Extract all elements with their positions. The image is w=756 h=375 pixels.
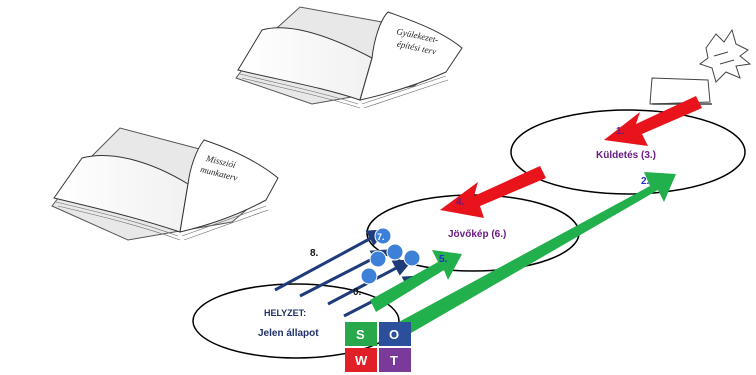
top-book: Gyülekezet- építési terv xyxy=(235,6,463,109)
swot-s-letter: S xyxy=(356,327,365,342)
arrow-label-2: 2. xyxy=(641,176,650,187)
green-arrow-2 xyxy=(384,172,676,344)
blue-dot xyxy=(360,267,378,285)
helyzet-label: HELYZET: xyxy=(264,308,306,318)
arrow-label-4: 4. xyxy=(456,197,465,208)
blue-dot xyxy=(386,243,404,261)
swot-o-letter: O xyxy=(389,327,399,342)
swot-t-letter: T xyxy=(390,353,398,368)
arrow-label-5: 5. xyxy=(439,254,448,265)
blue-dot xyxy=(374,227,392,245)
swot-t-cell xyxy=(379,348,411,372)
arrow-label-1: 1. xyxy=(616,126,625,137)
top-book-edge-lines xyxy=(239,73,449,109)
dove-icon xyxy=(649,28,752,105)
zero-label: 0. xyxy=(353,287,362,298)
left-book-edge-lines xyxy=(55,201,269,241)
red-arrow-1 xyxy=(604,96,702,146)
blue-dot xyxy=(369,250,387,268)
left-book: Missziói munkaterv xyxy=(51,127,279,241)
kuldetes-label: Küldetés (3.) xyxy=(596,150,656,161)
swot-grid: S O W T xyxy=(345,322,411,372)
top-book-right-page xyxy=(359,11,463,101)
swot-o-cell xyxy=(379,322,411,346)
blue-dot xyxy=(403,249,421,267)
arrow-label-7: 7. xyxy=(377,232,385,242)
jelen-allapot-label: Jelen állapot xyxy=(258,328,319,339)
top-book-spine xyxy=(359,57,373,101)
left-book-right-page xyxy=(179,139,279,233)
blue-dots xyxy=(360,227,421,285)
swot-w-letter: W xyxy=(355,353,368,368)
green-arrow-5 xyxy=(370,250,462,312)
kuldetes-ellipse xyxy=(510,109,746,195)
red-arrow-4 xyxy=(440,166,546,218)
swot-s-cell xyxy=(345,322,377,346)
helyzet-ellipse xyxy=(192,283,400,359)
arrow-label-8: 8. xyxy=(310,248,319,259)
jovokep-label: Jövőkép (6.) xyxy=(448,229,506,240)
swot-w-cell xyxy=(345,348,377,372)
